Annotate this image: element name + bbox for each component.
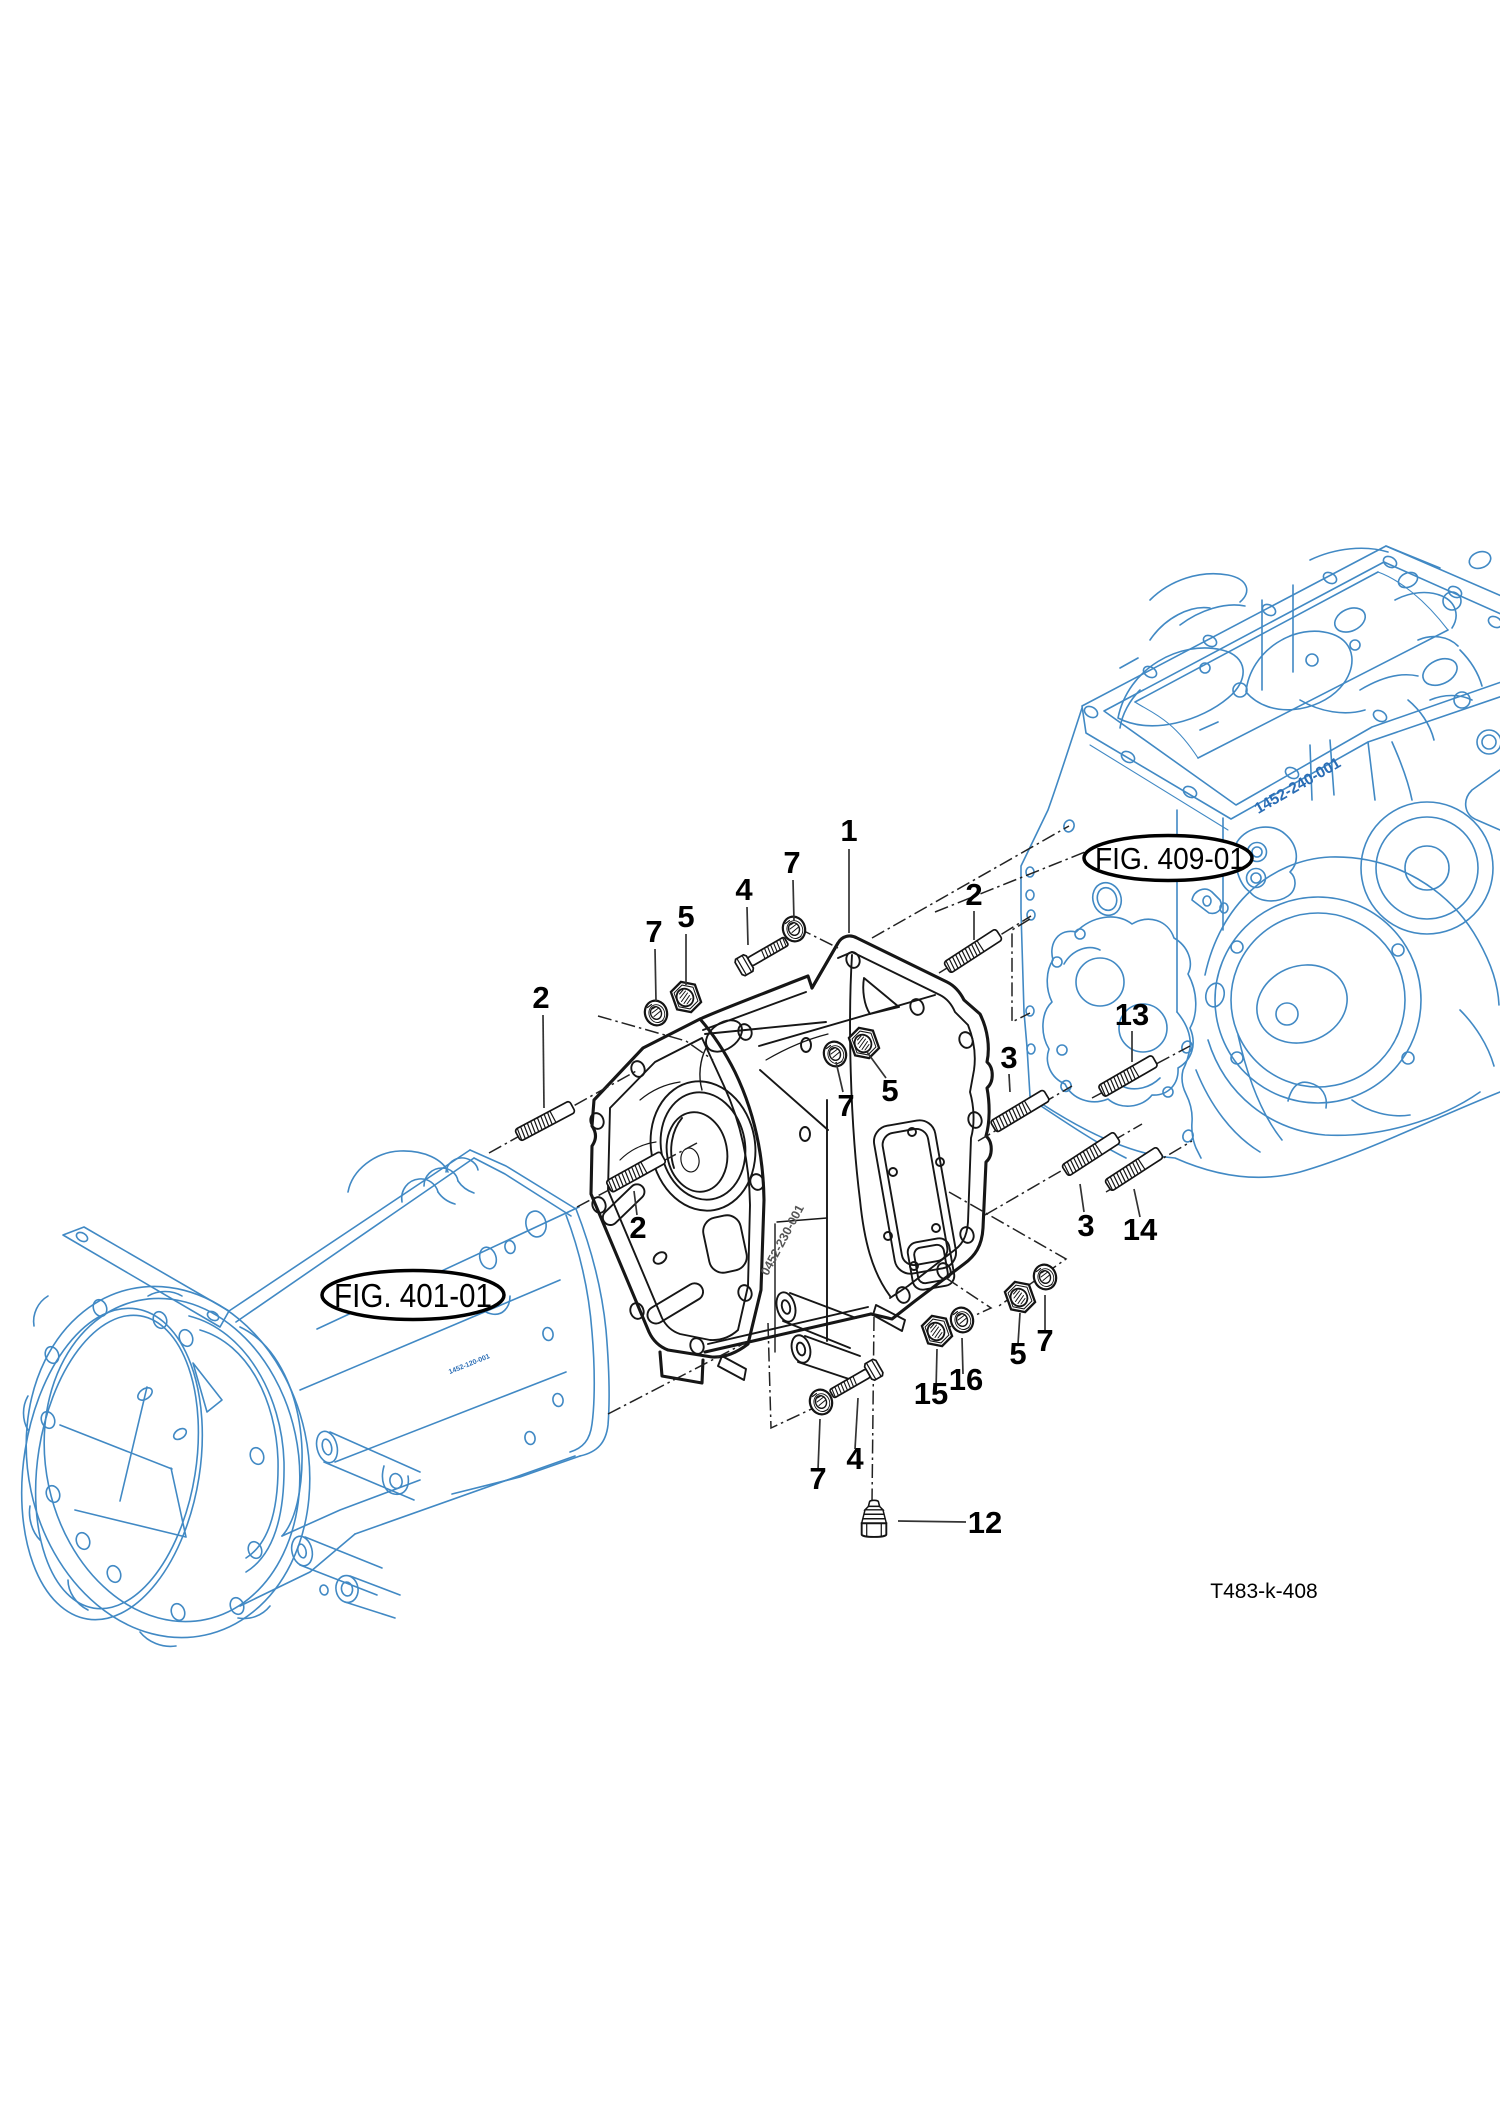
svg-text:7: 7 — [809, 1461, 826, 1496]
svg-text:7: 7 — [645, 914, 662, 949]
svg-text:4: 4 — [846, 1441, 864, 1476]
svg-text:5: 5 — [881, 1073, 898, 1108]
svg-text:T483-k-408: T483-k-408 — [1210, 1580, 1317, 1603]
svg-text:13: 13 — [1115, 997, 1149, 1032]
svg-text:3: 3 — [1000, 1040, 1017, 1075]
svg-text:16: 16 — [949, 1362, 983, 1397]
svg-text:2: 2 — [532, 980, 549, 1015]
svg-text:FIG. 401-01: FIG. 401-01 — [334, 1277, 492, 1314]
svg-text:2: 2 — [629, 1210, 646, 1245]
svg-text:14: 14 — [1123, 1212, 1158, 1247]
svg-text:5: 5 — [677, 899, 694, 934]
svg-text:1: 1 — [840, 813, 857, 848]
svg-text:12: 12 — [968, 1505, 1002, 1540]
svg-text:5: 5 — [1009, 1336, 1026, 1371]
svg-text:15: 15 — [914, 1376, 948, 1411]
svg-text:FIG. 409-01: FIG. 409-01 — [1095, 841, 1245, 876]
svg-text:3: 3 — [1077, 1208, 1094, 1243]
svg-text:7: 7 — [837, 1088, 854, 1123]
svg-text:4: 4 — [735, 872, 753, 907]
svg-text:7: 7 — [1036, 1323, 1053, 1358]
svg-text:7: 7 — [783, 845, 800, 880]
svg-text:2: 2 — [965, 877, 982, 912]
